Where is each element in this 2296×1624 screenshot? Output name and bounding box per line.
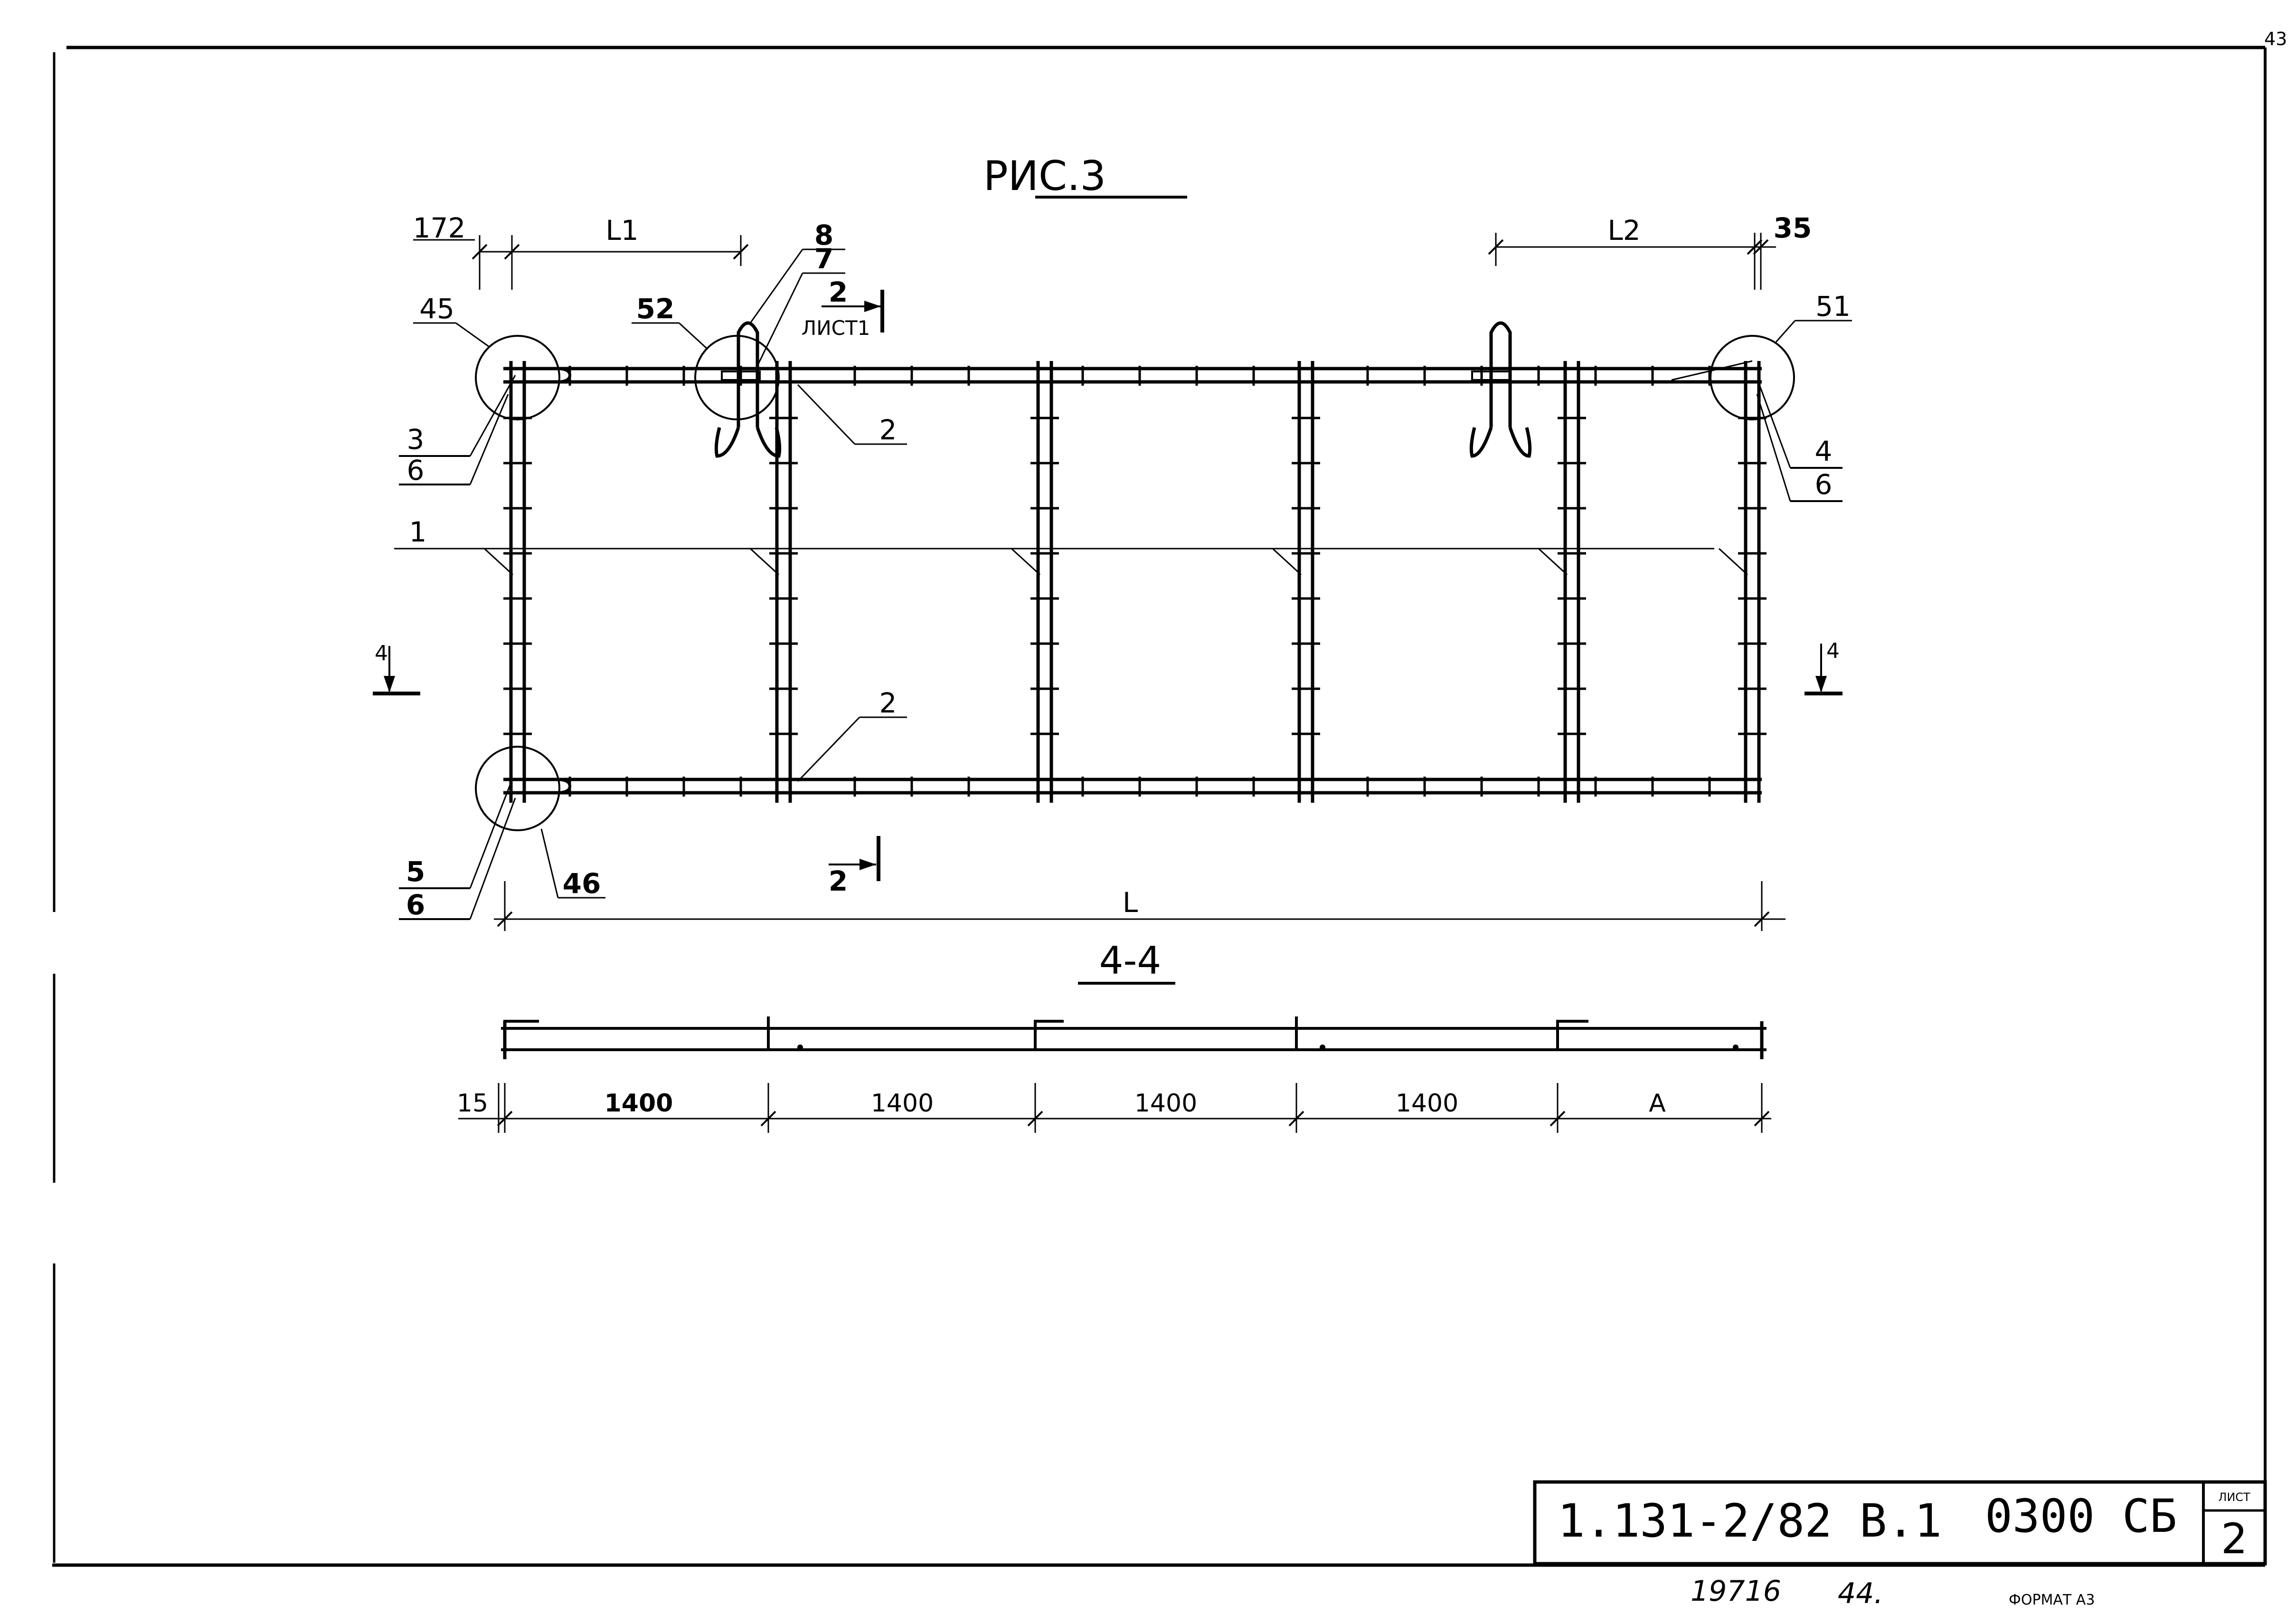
sheet-border — [52, 46, 2267, 1567]
dim-l2: L2 — [1607, 214, 1640, 247]
format-label: ФОРМАТ А3 — [2009, 1592, 2095, 1608]
leader-1 — [1718, 548, 1748, 576]
dim-spacing-1: 1400 — [605, 1089, 673, 1118]
dim-spacing-3: 1400 — [1134, 1089, 1197, 1118]
vertical-frames — [503, 361, 1767, 803]
section-title: 4-4 — [1099, 939, 1162, 983]
section-dim-tick — [1288, 1111, 1304, 1127]
callout-5-den: 6 — [406, 889, 425, 921]
leader-1 — [1538, 548, 1568, 576]
cut2-bottom-number: 2 — [829, 865, 848, 897]
leader-1 — [1272, 548, 1302, 576]
callout-45: 45 — [419, 293, 454, 325]
cut4-left: 4 — [375, 641, 388, 665]
plan-dimensions: 172 L1 L2 35 L — [413, 212, 1812, 931]
callout-4-den: 6 — [1815, 468, 1833, 501]
detail-circle-46 — [475, 746, 560, 831]
bar-ticks — [568, 366, 1711, 797]
detail-circle-52 — [694, 335, 780, 420]
sheet-label: ЛИСТ — [2218, 1491, 2250, 1504]
section-dim-tick — [1027, 1111, 1043, 1127]
inventory-number: 19716 — [1691, 1575, 1781, 1608]
sheet-code: 0300 СБ — [1985, 1490, 2177, 1543]
callout-2-top: 2 — [879, 414, 897, 446]
reinforcement-plan — [475, 321, 1795, 831]
document-code: 1.131-2/82 В.1 — [1558, 1494, 1942, 1548]
callout-5: 5 — [406, 855, 425, 888]
callout-7: 7 — [814, 243, 833, 275]
lifting-loop-right — [1469, 321, 1532, 458]
sheet-number: 2 — [2221, 1514, 2248, 1563]
callout-2-bottom: 2 — [879, 687, 897, 719]
callout-1: 1 — [409, 516, 427, 548]
dim-right-offset: 35 — [1774, 212, 1812, 244]
callout-46: 46 — [563, 867, 601, 900]
cut4-right: 4 — [1826, 639, 1840, 663]
leader-1 — [483, 548, 514, 576]
section-dim-tick — [497, 1111, 513, 1127]
leader-1 — [749, 548, 780, 576]
dim-overall-l: L — [1123, 886, 1138, 919]
section-dim-tick — [1550, 1111, 1566, 1127]
detail-circle-51 — [1710, 335, 1795, 420]
callout-51: 51 — [1815, 290, 1851, 323]
section-dim-tick — [760, 1111, 776, 1127]
dim-spacing-2: 1400 — [871, 1089, 934, 1118]
callout-4: 4 — [1815, 435, 1833, 467]
cut2-top-sheet: ЛИСТ1 — [802, 316, 870, 340]
callout-8: 8 — [814, 219, 833, 251]
section-dim-tick — [1754, 1111, 1770, 1127]
section-4-4: 15 1400 1400 1400 1400 A — [457, 1016, 1771, 1133]
plan-callouts: 45 3 6 52 8 7 2 ЛИСТ1 2 2 — [373, 219, 1852, 921]
copy-number: 44. — [1838, 1577, 1883, 1610]
callout-3: 3 — [407, 423, 425, 456]
dim-spacing-4: 1400 — [1396, 1089, 1458, 1118]
dim-section-left: 15 — [457, 1089, 488, 1118]
dim-left-offset: 172 — [413, 212, 466, 244]
dim-spacing-a: A — [1649, 1089, 1666, 1118]
page-number: 43 — [2264, 28, 2287, 49]
cut2-top-number: 2 — [829, 276, 848, 308]
leader-1 — [1011, 548, 1041, 576]
callout-3-den: 6 — [407, 454, 425, 486]
figure-title: РИС.3 — [983, 152, 1106, 200]
lifting-loop-left — [714, 321, 782, 458]
detail-circle-45 — [475, 335, 560, 420]
callout-52: 52 — [636, 293, 675, 325]
dim-l1: L1 — [605, 214, 638, 247]
title-block: 1.131-2/82 В.1 0300 СБ ЛИСТ 2 — [1533, 1480, 2267, 1566]
